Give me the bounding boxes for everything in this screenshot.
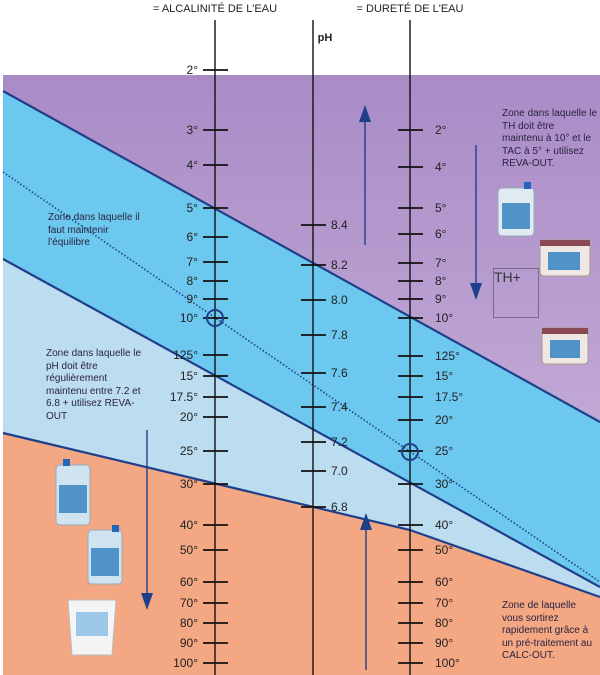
ph-tick-label: 7.0: [331, 464, 348, 478]
alkalinity-tick-label: 6°: [187, 230, 199, 244]
hardness-tick-label: 4°: [435, 160, 447, 174]
hardness-tick-label: 80°: [435, 616, 453, 630]
left-equilibrium-marker: [206, 309, 224, 327]
alkalinity-tick-label: 3°: [187, 123, 199, 137]
hardness-tick-label: 40°: [435, 518, 453, 532]
th-zone-note: Zone dans laquelle le TH doit être maint…: [502, 108, 598, 169]
right-equilibrium-marker: [401, 443, 419, 461]
calc-out-bucket-icon: [67, 599, 117, 656]
arrow-up-top: [359, 105, 371, 245]
arrow-down-left: [141, 430, 153, 610]
alkalinity-tick-label: 17.5°: [170, 390, 198, 404]
alkalinity-tick-label: 50°: [180, 543, 198, 557]
alkalinity-tick-label: 125°: [173, 348, 198, 362]
alkalinity-axis-title: = ALCALINITÉ DE L'EAU: [152, 3, 278, 15]
th-plus-box: TH+: [493, 268, 539, 318]
ph-tick-label: 7.8: [331, 328, 348, 342]
alkalinity-tick-label: 70°: [180, 596, 198, 610]
ph-tick-label: 7.6: [331, 366, 348, 380]
alkalinity-tick-label: 30°: [180, 477, 198, 491]
hardness-tick-label: 20°: [435, 413, 453, 427]
alkalinity-tick-label: 8°: [187, 274, 199, 288]
hardness-tick-label: 2°: [435, 123, 447, 137]
ph-minus-jug-icon: [55, 459, 91, 526]
hardness-tick-label: 8°: [435, 274, 447, 288]
ph-tick-label: 8.4: [331, 218, 348, 232]
ph-tick-label: 7.2: [331, 435, 348, 449]
calc-zone-note: Zone de laquelle vous sortirez rapidemen…: [502, 600, 593, 661]
alkalinity-tick-label: 20°: [180, 410, 198, 424]
alkalinity-tick-label: 9°: [187, 292, 199, 306]
hardness-tick-label: 25°: [435, 444, 453, 458]
alkalinity-tick-label: 2°: [187, 63, 199, 77]
hardness-tick-label: 60°: [435, 575, 453, 589]
hardness-axis-title: = DURETÉ DE L'EAU: [356, 3, 464, 15]
alkalinity-tick-label: 60°: [180, 575, 198, 589]
hardness-tick-label: 10°: [435, 311, 453, 325]
ph-minus-jug-2-icon: [87, 525, 123, 585]
alkalinity-tick-label: 40°: [180, 518, 198, 532]
alkalinity-tick-label: 15°: [180, 369, 198, 383]
alkalinity-tick-label: 80°: [180, 616, 198, 630]
hardness-tick-label: 70°: [435, 596, 453, 610]
hardness-tick-label: 30°: [435, 477, 453, 491]
equilibrium-zone-note: Zone dans laquelle il faut maintenir l'é…: [48, 212, 140, 248]
alkalinity-tick-label: 4°: [187, 158, 199, 172]
cyan-equilibrium-band: [3, 91, 600, 587]
alkalinity-tick-label: 10°: [180, 311, 198, 325]
ph-tick-label: 8.2: [331, 258, 348, 272]
hardness-tick-label: 7°: [435, 256, 447, 270]
th-plus-bucket-icon: [539, 239, 591, 277]
band-lower-line: [2, 258, 600, 588]
bucket-icon: [541, 327, 589, 365]
th-plus-label: TH+: [494, 269, 521, 285]
hardness-tick-label: 90°: [435, 636, 453, 650]
hardness-tick-label: 9°: [435, 292, 447, 306]
hardness-tick-label: 17.5°: [435, 390, 463, 404]
arrow-up-bottom: [360, 513, 372, 670]
alkalinity-tick-label: 25°: [180, 444, 198, 458]
arrow-down-right: [470, 145, 482, 300]
ph-tick-label: 8.0: [331, 293, 348, 307]
hardness-tick-label: 125°: [435, 349, 460, 363]
hardness-tick-label: 6°: [435, 227, 447, 241]
hardness-tick-label: 15°: [435, 369, 453, 383]
orange-zone: [3, 433, 600, 675]
ph-zone-note: Zone dans laquelle le pH doit être régul…: [46, 348, 142, 422]
hardness-tick-label: 50°: [435, 543, 453, 557]
hardness-tick-label: 100°: [435, 656, 460, 670]
reva-out-jug-icon: [497, 182, 535, 237]
band-upper-line: [2, 90, 600, 423]
ph-tick-label: 7.4: [331, 400, 348, 414]
alkalinity-tick-label: 90°: [180, 636, 198, 650]
ph-axis-title: pH: [317, 32, 333, 44]
hardness-tick-label: 5°: [435, 201, 447, 215]
alkalinity-tick-label: 100°: [173, 656, 198, 670]
ph-tick-label: 6.8: [331, 500, 348, 514]
alkalinity-tick-label: 7°: [187, 255, 199, 269]
alkalinity-tick-label: 5°: [187, 201, 199, 215]
